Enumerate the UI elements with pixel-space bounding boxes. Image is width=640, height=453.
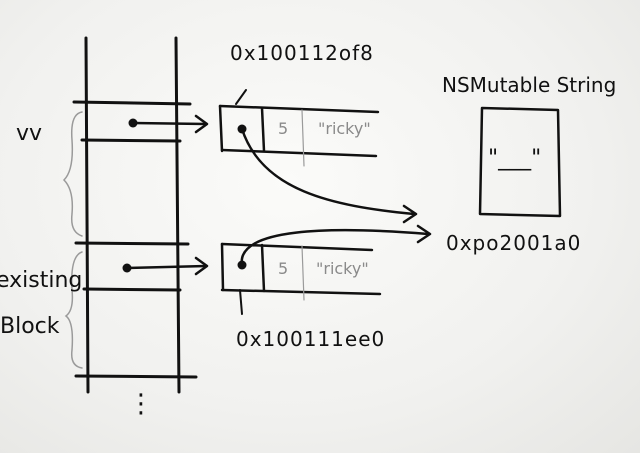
vv-label: vv [16, 121, 42, 146]
top-block-address: 0x100112of8 [230, 41, 374, 65]
string-object-content: "___" [488, 146, 541, 171]
block-label: Block [0, 314, 60, 339]
existing-block-brace [64, 251, 83, 369]
top-block-count: 5 [278, 119, 288, 138]
vv-pointer-arrow [128, 114, 209, 134]
top-block-string-pointer [240, 127, 418, 224]
bottom-block-address: 0x100111ee0 [236, 327, 385, 351]
bottom-block-string-pointer [240, 224, 432, 267]
existing-label: existing [0, 268, 82, 293]
bottom-block-name: "ricky" [316, 259, 369, 278]
stack-column [72, 36, 198, 394]
existing-block-pointer-arrow [122, 256, 209, 276]
vv-brace [62, 111, 83, 237]
top-block-name: "ricky" [318, 119, 371, 138]
class-name-label: NSMutable String [442, 73, 616, 97]
heap-block-top [218, 89, 380, 167]
string-address: 0xpo2001a0 [446, 231, 581, 255]
string-object-box [478, 106, 562, 218]
bottom-block-count: 5 [278, 259, 288, 278]
heap-block-bottom [220, 242, 382, 315]
stack-continuation-dots: ⋮ [128, 389, 154, 419]
